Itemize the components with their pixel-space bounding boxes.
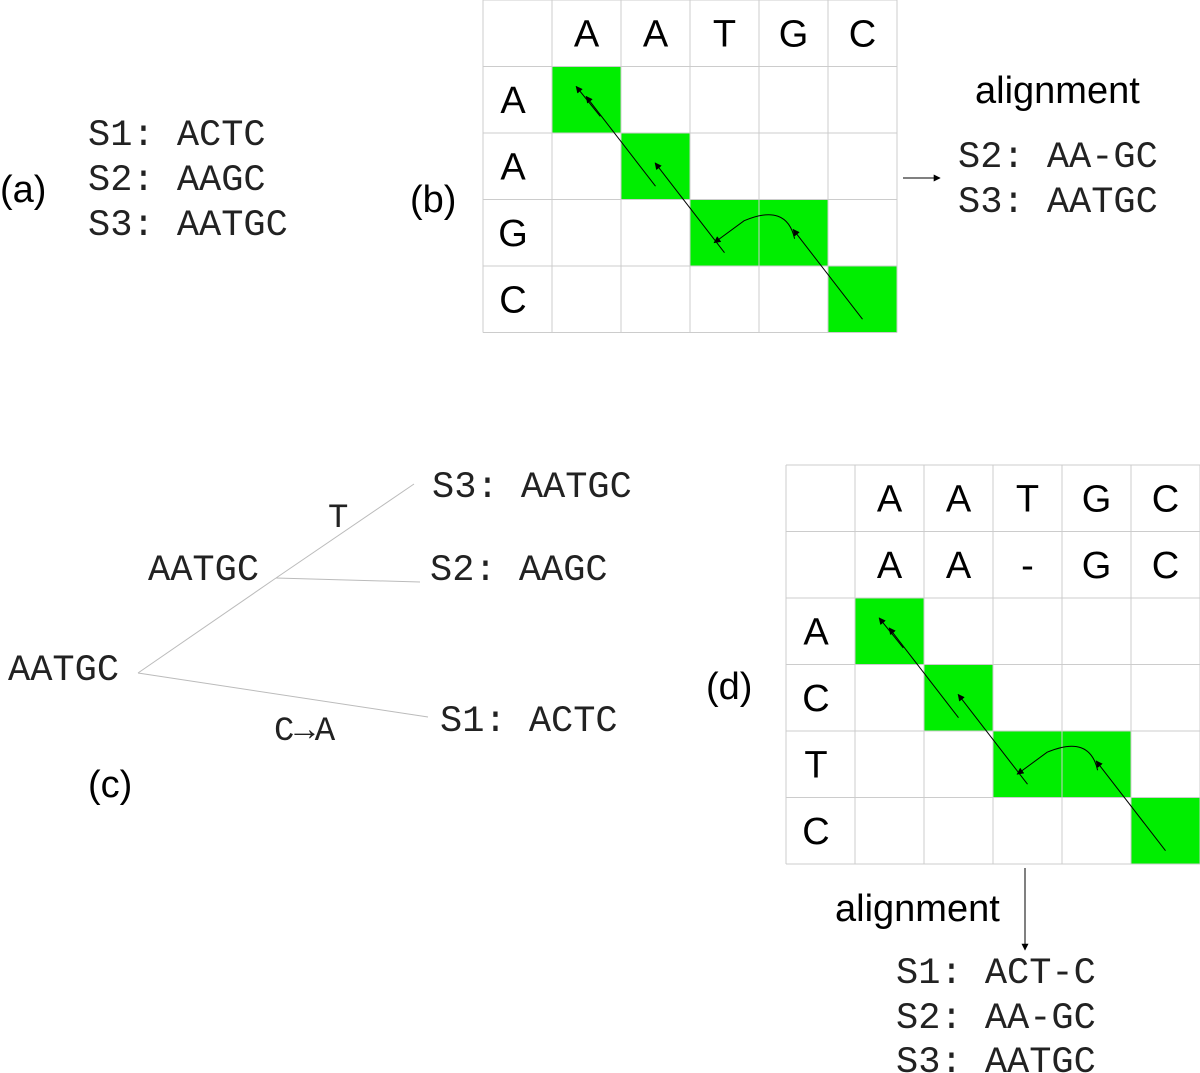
sequence-s3: S3: AATGC [88,205,288,247]
dp-d-col-header: G [1082,478,1112,520]
alignment-d-line-3: S3: AATGC [896,1042,1096,1073]
tree-leaf-s3: S3: AATGC [432,467,632,509]
branch-inner-s2 [275,577,421,583]
dp-d-col-header: - [1021,545,1034,587]
dp-d-col-header: A [877,545,903,587]
dp-d-col-header: C [1152,545,1179,587]
dp-b-path-cell [621,133,690,200]
panel-d-label: (d) [706,666,752,708]
dp-b-row-header: A [500,146,526,188]
dp-d-traceback-arrow [1016,745,1099,775]
dp-b-col-header: A [574,13,600,55]
dp-b-col-header: T [713,13,736,55]
dp-b-traceback-arrow [713,214,796,244]
alignment-title-d: alignment [835,888,1000,930]
dp-d-row-header: A [803,611,829,653]
dp-d-traceback-arrow [1095,760,1166,852]
dp-d-row-header: T [804,744,827,786]
dp-b-traceback-arrow [585,95,656,187]
dp-b-traceback-arrow [575,85,601,117]
dp-b-row-header: A [500,80,526,122]
dp-d-traceback-arrow [888,627,959,719]
dp-b-row-header: G [498,213,528,255]
branch-root-inner [137,577,277,674]
panel-c: AATGC AATGC S3: AATGC S2: AAGC S1: ACTC … [8,467,632,806]
tree-leaf-s1: S1: ACTC [440,701,618,743]
sequence-s1: S1: ACTC [88,115,266,157]
panel-c-label: (c) [88,764,132,806]
dp-d-col-header: G [1082,545,1112,587]
dp-d-row-header: C [802,678,829,720]
branch-label-c-to-a: C→A [274,713,336,751]
dp-d-path-cell [1131,797,1200,864]
tree-inner-node: AATGC [148,550,259,592]
sequence-s2: S2: AAGC [88,160,266,202]
branch-root-s1 [137,672,429,718]
dp-d-path-cell [924,664,993,731]
panel-a: (a) S1: ACTC S2: AAGC S3: AATGC [0,115,288,247]
alignment-d-line-1: S1: ACT-C [896,953,1096,995]
alignment-d-line-2: S2: AA-GC [896,998,1096,1040]
dp-b-col-header: C [849,13,876,55]
branch-inner-s3 [275,483,415,579]
dp-b-path-cell [690,199,759,266]
branch-label-t: T [328,500,348,538]
dp-d-path-cell [1062,731,1131,798]
dp-d-row-header: C [802,811,829,853]
dp-d-col-header: A [946,478,972,520]
dp-b-traceback-arrow [654,162,725,254]
dp-b-path-cell [828,266,897,333]
dp-d-traceback-arrow [878,617,904,649]
panel-a-label: (a) [0,169,46,211]
alignment-b-line-1: S2: AA-GC [958,137,1158,179]
alignment-title-b: alignment [975,70,1140,112]
tree-root-node: AATGC [8,650,119,692]
tree-leaf-s2: S2: AAGC [430,550,608,592]
dp-d-col-header: A [877,478,903,520]
dp-d-col-header: A [946,545,972,587]
dp-b-traceback-arrow [792,228,863,320]
alignment-b-line-2: S3: AATGC [958,182,1158,224]
panel-b-label: (b) [410,179,456,221]
dp-b-path-cell [759,199,828,266]
dp-b-col-header: G [779,13,809,55]
dp-d-path-cell [993,731,1062,798]
dp-d-col-header: C [1152,478,1179,520]
dp-d-traceback-arrow [957,693,1028,785]
dp-d-col-header: T [1016,478,1039,520]
dp-b-row-header: C [499,279,526,321]
dp-b-col-header: A [643,13,669,55]
